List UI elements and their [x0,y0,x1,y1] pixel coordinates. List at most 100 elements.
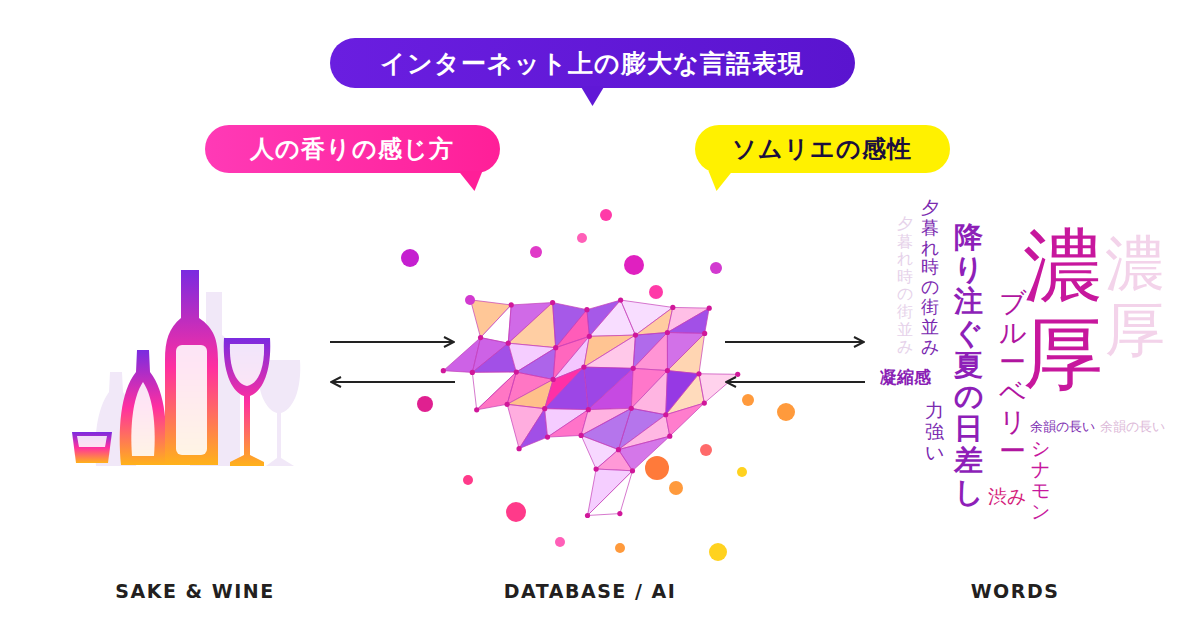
dot [710,262,722,274]
brain-facet [631,371,667,415]
sake-cup [72,432,112,463]
bubble-text: ソムリエの感性 [732,133,912,165]
tasting-word: 凝縮感 [880,366,931,389]
tasting-word: 夕暮れ時の街並み [921,198,939,356]
brain-facet [588,469,633,515]
dot [463,475,473,485]
speech-bubble: インターネット上の膨大な言語表現 [330,38,855,88]
tasting-word: 渋み [988,484,1026,510]
brain-node [631,366,636,371]
brain-facet [588,471,633,516]
brain-node [617,511,622,516]
dot [649,285,663,299]
brain-node [696,371,701,376]
brain-node [551,377,556,382]
brain-node [670,305,675,310]
brain-node [550,300,555,305]
section-label: WORDS [865,580,1165,602]
tasting-word: 余韻の長い [1030,418,1095,436]
bottles [72,270,270,466]
dot [417,396,433,412]
tasting-word: ブルーベリー [999,288,1026,466]
brain-facet [667,308,709,333]
dot [600,209,612,221]
brain-facet [667,307,709,332]
section-label: DATABASE / AI [455,580,725,602]
brain-node [585,513,590,518]
brain-node [665,330,670,335]
section-label: SAKE & WINE [60,580,330,602]
flow-arrow [331,381,455,383]
tasting-word: 夕暮れ時の街並み [897,215,913,356]
dot [401,249,419,267]
brain-node [506,341,511,346]
tasting-word: 濃厚 [1023,222,1103,398]
brain-facet [519,409,547,449]
tasting-word: 濃厚 [1105,230,1165,362]
brain-node [581,364,586,369]
brain-node [441,368,446,373]
flow-arrow [725,341,864,343]
wine-bottle [165,270,218,465]
tasting-word: 力強い [925,400,944,463]
brain-node [586,407,591,412]
dot [645,456,669,480]
brain-facet [472,372,516,410]
brain-facet [667,333,704,373]
brain-node [702,331,707,336]
dot [624,255,644,275]
brain-facet [666,403,705,436]
brain-node [618,297,623,302]
bubble-tail-shape [708,171,732,191]
brain-facet [588,368,633,409]
brain-node [663,412,668,417]
brain-node [707,306,712,311]
brain-node [509,302,514,307]
tasting-word: 降り注ぐ夏の日差し [954,222,983,509]
brain-node [702,400,707,405]
brain-node [665,368,670,373]
brain-node [587,334,592,339]
brain-facet [621,300,673,335]
bubble-text: 人の香りの感じ方 [250,133,454,165]
brain-node [517,446,522,451]
brain-node [616,447,621,452]
bubble-tail [205,171,500,195]
dot [709,543,727,561]
brain-node [545,434,550,439]
bubble-text: インターネット上の膨大な言語表現 [380,47,804,80]
brain-node [633,332,638,337]
brain-node [542,406,547,411]
brain-node [470,370,475,375]
brain-node [630,468,635,473]
dot [530,246,542,258]
dot [577,233,587,243]
brain-facet [584,335,636,368]
dot [742,394,754,406]
brain-facet [699,374,738,403]
dot [465,295,475,305]
brain-node [474,407,479,412]
brain-node [735,372,740,377]
flow-arrow [330,341,454,343]
dot [700,444,712,456]
brain-node [579,433,584,438]
dot [669,481,683,495]
brain-facet [508,303,555,348]
sake-cup-inner [77,436,107,447]
illustration-panel: SAKE & WINE [60,260,330,610]
bubble-tail [330,86,855,110]
dot [777,403,795,421]
brain-facet [635,307,672,335]
bubble-tail [695,171,950,195]
illustration-panel: DATABASE / AI [455,190,725,610]
brain-mesh [441,297,741,518]
bubble-tail-shape [458,171,482,191]
dot [737,467,747,477]
brain-node [478,335,483,340]
brain-facet [633,332,667,370]
brain-node [505,402,510,407]
bubble-tail-shape [580,86,604,106]
flow-arrow [726,381,865,383]
